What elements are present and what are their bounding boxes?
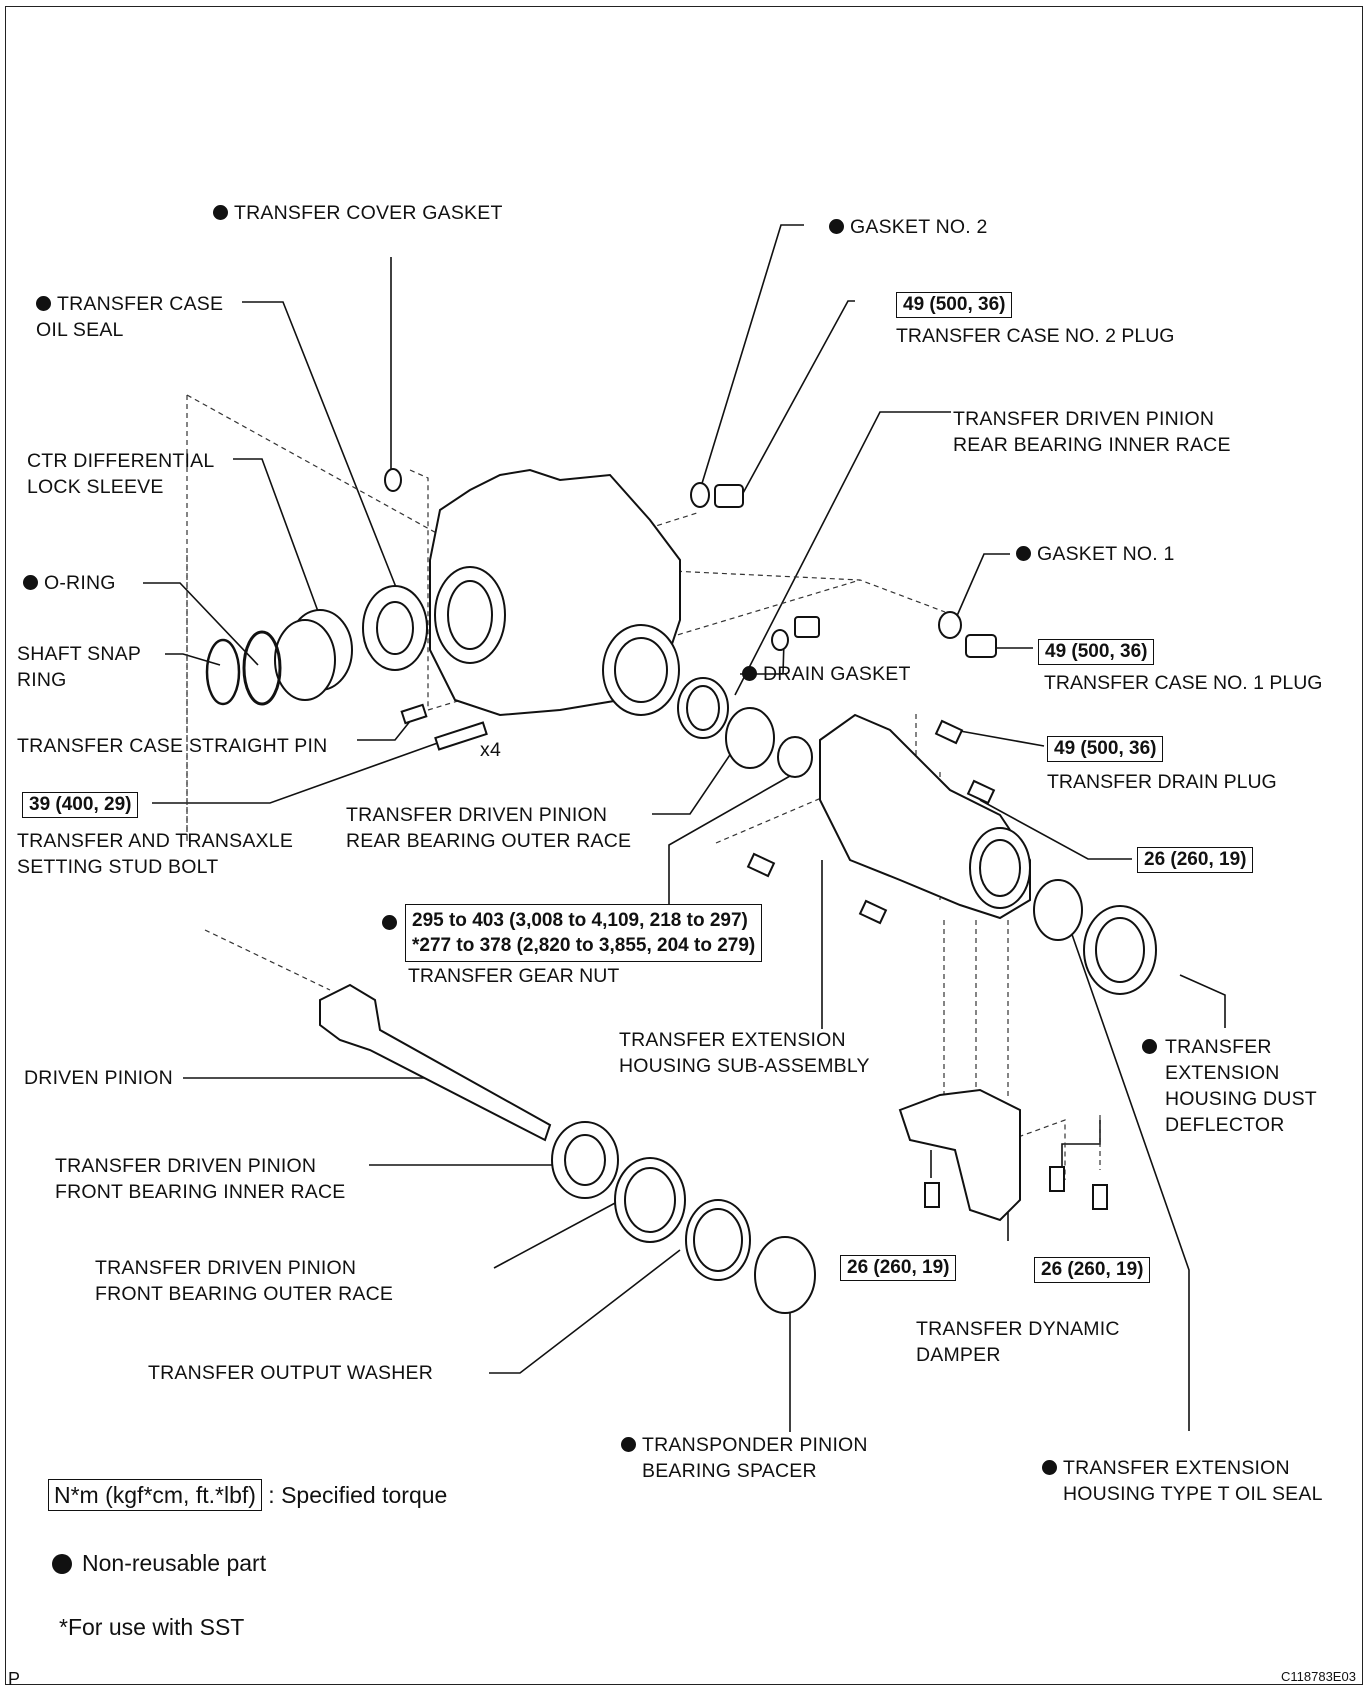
label-x4: x4 <box>480 739 501 761</box>
label-case-no2-plug: TRANSFER CASE NO. 2 PLUG <box>896 325 1175 347</box>
label-case-straight-pin: TRANSFER CASE STRAIGHT PIN <box>17 735 328 757</box>
legend-non-reusable: Non-reusable part <box>52 1550 266 1577</box>
torque-ext-housing-bolt: 26 (260, 19) <box>1137 847 1254 873</box>
label-gear-nut: TRANSFER GEAR NUT <box>408 965 620 987</box>
label-drain-plug: TRANSFER DRAIN PLUG <box>1047 771 1277 793</box>
label-ext-oil-seal: TRANSFER EXTENSION HOUSING TYPE T OIL SE… <box>1042 1455 1323 1507</box>
label-dynamic-damper: TRANSFER DYNAMIC DAMPER <box>916 1318 1120 1366</box>
label-shaft-snap-ring: SHAFT SNAP RING <box>17 643 142 691</box>
non-reusable-icon <box>382 915 397 930</box>
non-reusable-icon <box>36 296 51 311</box>
figure-code: C118783E03 <box>1281 1669 1356 1684</box>
diagram-frame <box>5 6 1363 1685</box>
label-stud-bolt: TRANSFER AND TRANSAXLE SETTING STUD BOLT <box>17 830 294 878</box>
torque-damper-bolt-left: 26 (260, 19) <box>840 1255 957 1281</box>
torque-gear-nut: 295 to 403 (3,008 to 4,109, 218 to 297) … <box>405 904 763 962</box>
torque-drain-plug: 49 (500, 36) <box>1047 736 1164 762</box>
label-gasket-no1: GASKET NO. 1 <box>1016 541 1175 567</box>
label-transfer-cover-gasket: TRANSFER COVER GASKET <box>213 200 503 226</box>
label-transfer-case-oil-seal: TRANSFER CASE OIL SEAL <box>36 293 224 341</box>
torque-unit-box: N*m (kgf*cm, ft.*lbf) <box>48 1479 262 1511</box>
label-driven-pinion-rear-inner-race: TRANSFER DRIVEN PINION REAR BEARING INNE… <box>953 408 1231 456</box>
non-reusable-icon <box>213 205 228 220</box>
torque-damper-bolt-right: 26 (260, 19) <box>1034 1257 1151 1283</box>
non-reusable-icon <box>829 219 844 234</box>
torque-case-no2-plug: 49 (500, 36) <box>896 292 1013 318</box>
non-reusable-icon <box>742 666 757 681</box>
label-dust-deflector: TRANSFER EXTENSION HOUSING DUST DEFLECTO… <box>1142 1034 1317 1138</box>
corner-letter: P <box>8 1669 21 1689</box>
label-drain-gasket: DRAIN GASKET <box>742 661 911 687</box>
label-case-no1-plug: TRANSFER CASE NO. 1 PLUG <box>1044 672 1323 694</box>
non-reusable-icon <box>1042 1460 1057 1475</box>
label-ctr-diff-lock-sleeve: CTR DIFFERENTIAL LOCK SLEEVE <box>27 450 215 498</box>
label-output-washer: TRANSFER OUTPUT WASHER <box>148 1362 433 1384</box>
label-front-inner-race: TRANSFER DRIVEN PINION FRONT BEARING INN… <box>55 1155 346 1203</box>
torque-case-no1-plug: 49 (500, 36) <box>1038 639 1155 665</box>
label-driven-pinion-rear-outer-race: TRANSFER DRIVEN PINION REAR BEARING OUTE… <box>346 804 632 852</box>
non-reusable-icon <box>1142 1039 1157 1054</box>
legend-sst-note: *For use with SST <box>59 1614 245 1640</box>
non-reusable-icon <box>23 575 38 590</box>
label-extension-housing: TRANSFER EXTENSION HOUSING SUB-ASSEMBLY <box>619 1029 870 1077</box>
label-front-outer-race: TRANSFER DRIVEN PINION FRONT BEARING OUT… <box>95 1257 394 1305</box>
non-reusable-icon <box>52 1554 72 1574</box>
non-reusable-icon <box>621 1437 636 1452</box>
label-bearing-spacer: TRANSPONDER PINION BEARING SPACER <box>621 1432 868 1484</box>
label-gasket-no2: GASKET NO. 2 <box>829 214 988 240</box>
legend-torque: N*m (kgf*cm, ft.*lbf) : Specified torque <box>48 1479 447 1511</box>
torque-stud-bolt: 39 (400, 29) <box>22 792 139 818</box>
non-reusable-icon <box>1016 546 1031 561</box>
label-o-ring: O-RING <box>23 570 116 596</box>
label-driven-pinion: DRIVEN PINION <box>24 1067 173 1089</box>
